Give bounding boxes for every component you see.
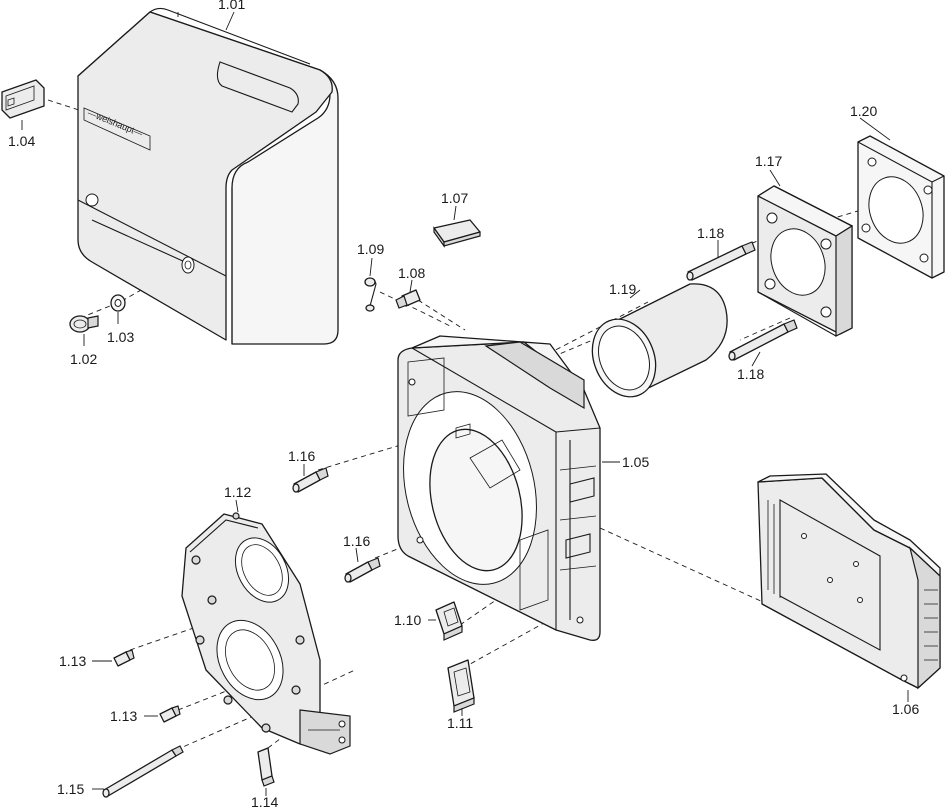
part-1-05-housing bbox=[397, 335, 601, 641]
part-1-20-gasket bbox=[857, 135, 945, 279]
label-1-11: 1.11 bbox=[447, 715, 473, 731]
part-1-03-washer bbox=[110, 294, 126, 312]
label-1-14: 1.14 bbox=[251, 794, 278, 809]
label-1-04: 1.04 bbox=[8, 133, 35, 149]
label-1-10: 1.10 bbox=[394, 612, 421, 628]
part-1-14-clip bbox=[257, 747, 275, 787]
part-1-04-cap bbox=[1, 79, 45, 119]
label-1-09: 1.09 bbox=[357, 241, 384, 257]
label-1-01: 1.01 bbox=[218, 0, 245, 12]
part-1-19-tube bbox=[591, 283, 728, 398]
label-1-02: 1.02 bbox=[70, 351, 97, 367]
label-1-16-lower: 1.16 bbox=[343, 533, 370, 549]
part-1-10-grommet bbox=[435, 601, 463, 641]
part-1-09-clip bbox=[364, 277, 377, 312]
part-1-18-pin-lower bbox=[728, 319, 798, 361]
part-1-18-pin-upper bbox=[686, 241, 756, 281]
label-1-20: 1.20 bbox=[850, 103, 877, 119]
part-1-06-side-cover bbox=[757, 473, 941, 690]
label-1-06: 1.06 bbox=[892, 701, 919, 717]
part-1-07-cover-plate bbox=[433, 219, 481, 248]
label-1-15: 1.15 bbox=[57, 781, 84, 797]
label-1-18-upper: 1.18 bbox=[697, 225, 724, 241]
label-1-05: 1.05 bbox=[622, 454, 649, 470]
label-1-16-upper: 1.16 bbox=[288, 448, 315, 464]
label-1-03: 1.03 bbox=[107, 329, 134, 345]
part-1-16-spacer-upper bbox=[292, 467, 329, 493]
part-1-11-grommet bbox=[447, 659, 475, 713]
part-1-17-flange bbox=[757, 185, 853, 337]
part-1-13-screw-upper bbox=[113, 649, 135, 667]
leader-lines bbox=[21, 11, 909, 796]
part-1-08-screw bbox=[395, 289, 421, 309]
label-1-08: 1.08 bbox=[398, 265, 425, 281]
label-1-19: 1.19 bbox=[609, 281, 636, 297]
part-1-15-rod bbox=[102, 745, 184, 798]
label-1-12: 1.12 bbox=[224, 484, 251, 500]
label-1-18-lower: 1.18 bbox=[737, 366, 764, 382]
label-1-13-lower: 1.13 bbox=[110, 708, 137, 724]
part-1-16-spacer-lower bbox=[344, 557, 381, 583]
part-1-13-screw-lower bbox=[159, 705, 181, 723]
label-1-17: 1.17 bbox=[755, 153, 782, 169]
part-labels: 1.01 1.04 1.02 1.03 1.07 1.09 1.08 1.18 … bbox=[8, 0, 919, 809]
label-1-13-upper: 1.13 bbox=[59, 653, 86, 669]
part-1-02-screw bbox=[69, 315, 99, 333]
part-1-12-mounting-plate bbox=[181, 512, 351, 755]
part-1-01-cover-hood: —weishaupt— bbox=[77, 7, 339, 345]
label-1-07: 1.07 bbox=[441, 190, 468, 206]
